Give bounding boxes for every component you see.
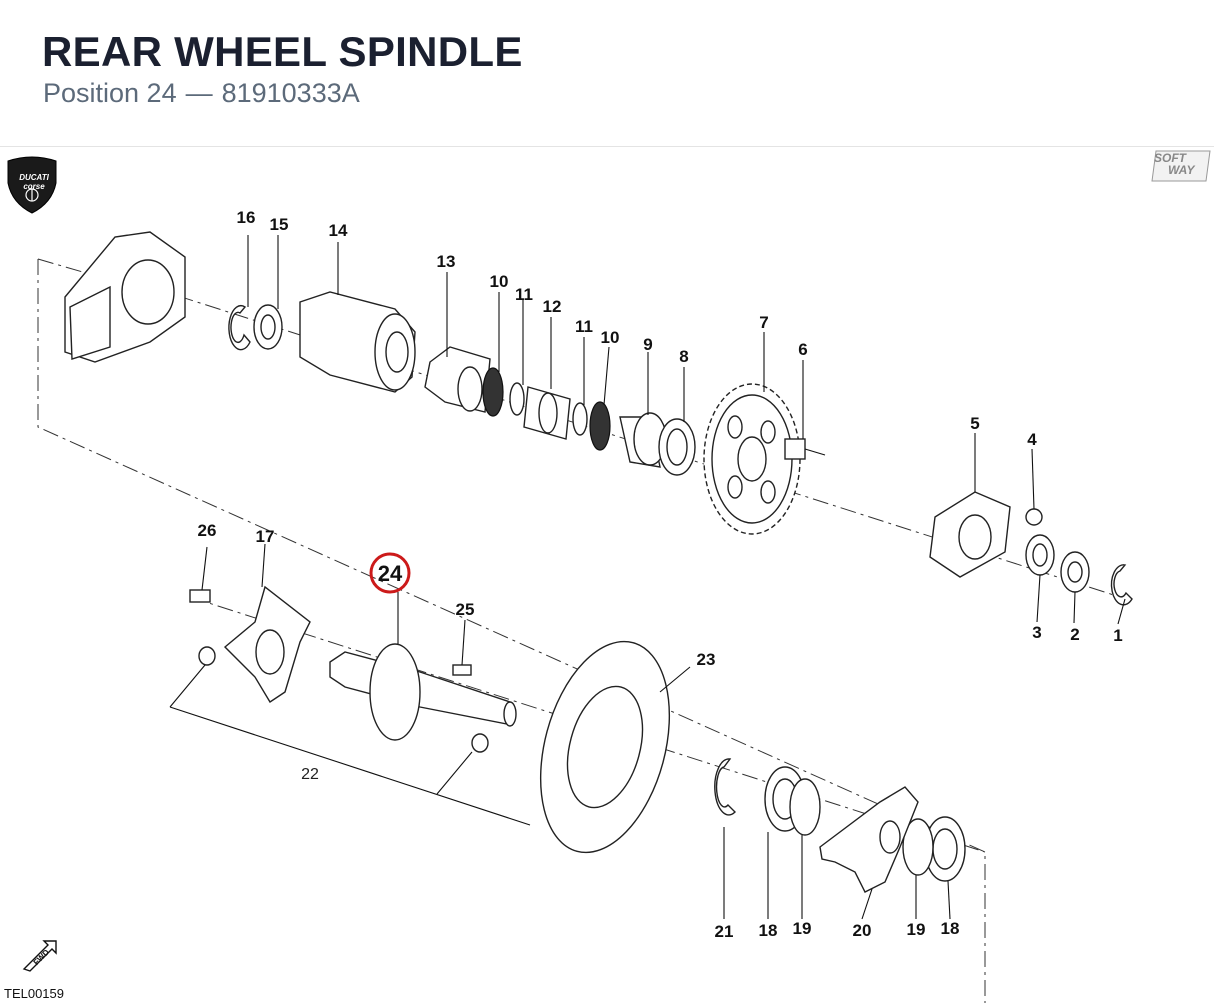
exploded-diagram: DUCATI corse SOFT WAY xyxy=(0,147,1214,1003)
page-header: REAR WHEEL SPINDLE Position 24 — 81910333A xyxy=(0,0,1214,147)
part-22-bushing-b xyxy=(471,733,489,753)
callout-25: 25 xyxy=(456,600,475,619)
part-3-washer xyxy=(1025,534,1055,576)
part-2-ring-nut xyxy=(1060,551,1090,593)
part-number: 81910333A xyxy=(221,78,360,108)
callout-18a: 18 xyxy=(759,921,778,940)
callout-15: 15 xyxy=(270,215,289,234)
callout-19b: 19 xyxy=(907,920,926,939)
callout-8: 8 xyxy=(679,347,688,366)
callout-17: 17 xyxy=(256,527,275,546)
part-20-torque-arm xyxy=(819,786,919,893)
part-13-spacer xyxy=(424,346,491,413)
part-19-oring-b xyxy=(902,818,934,876)
page-subtitle: Position 24 — 81910333A xyxy=(43,78,360,109)
part-7-sprocket xyxy=(703,383,801,535)
part-8-washer xyxy=(658,418,696,476)
eccentric-housing xyxy=(64,231,186,363)
callout-13: 13 xyxy=(437,252,456,271)
part-24-wheel-spindle xyxy=(329,643,517,741)
callout-16: 16 xyxy=(237,208,256,227)
part-10-needle-bearing-a xyxy=(482,367,504,417)
callout-10b: 10 xyxy=(601,328,620,347)
callout-2: 2 xyxy=(1070,625,1079,644)
highlight-ring-24 xyxy=(369,552,411,594)
callout-9: 9 xyxy=(643,335,652,354)
callout-24: 24 xyxy=(378,561,403,586)
part-1-circlip xyxy=(1110,564,1133,606)
part-19-oring-a xyxy=(789,778,821,836)
part-23-brake-disc xyxy=(539,640,671,854)
part-17-bracket xyxy=(223,585,311,703)
part-22-bushing-a xyxy=(198,646,216,666)
part-5-sprocket-flange xyxy=(929,491,1011,578)
softway-line2: WAY xyxy=(1168,163,1195,177)
callout-12: 12 xyxy=(543,297,562,316)
part-11-seal-b xyxy=(572,402,588,436)
callout-1: 1 xyxy=(1113,626,1122,645)
drawing-code: TEL00159 xyxy=(4,986,64,1001)
callout-11a: 11 xyxy=(515,285,533,304)
part-14-eccentric-hub xyxy=(299,291,416,393)
part-6-stud xyxy=(784,438,826,460)
callout-18b: 18 xyxy=(941,919,960,938)
callout-4: 4 xyxy=(1027,430,1037,449)
part-12-inner-race xyxy=(523,386,571,440)
callout-14: 14 xyxy=(329,221,348,240)
softway-logo: SOFT WAY xyxy=(1150,149,1212,183)
part-16-circlip xyxy=(228,304,251,351)
callout-5: 5 xyxy=(970,414,979,433)
page-title: REAR WHEEL SPINDLE xyxy=(42,28,523,75)
part-18-washer-b xyxy=(924,816,966,882)
boundary-top xyxy=(37,258,101,278)
ducati-corse-logo: DUCATI corse xyxy=(6,155,58,215)
callout-22: 22 xyxy=(301,766,319,783)
part-11-seal-a xyxy=(509,382,525,416)
part-15-bearing xyxy=(253,304,283,350)
softway-line1: SOFT xyxy=(1154,151,1186,165)
part-9-spacer xyxy=(619,412,667,468)
part-21-circlip xyxy=(714,758,736,816)
leader-lines xyxy=(201,235,1126,920)
part-10-needle-bearing-b xyxy=(589,401,611,451)
subtitle-separator: — xyxy=(185,78,213,108)
logo-line1: DUCATI xyxy=(19,173,49,182)
fwd-arrow: FWD xyxy=(22,939,58,978)
part-25-bolt xyxy=(452,664,472,676)
callout-21: 21 xyxy=(715,922,734,941)
logo-line2: corse xyxy=(23,182,45,191)
part-26-stud xyxy=(189,589,211,603)
callout-6: 6 xyxy=(798,340,807,359)
callout-3: 3 xyxy=(1032,623,1041,642)
callout-26: 26 xyxy=(198,521,217,540)
callout-7: 7 xyxy=(759,313,768,332)
callout-10a: 10 xyxy=(490,272,509,291)
part-4-nut xyxy=(1025,508,1043,526)
group-22-bracket xyxy=(169,706,531,826)
callout-20: 20 xyxy=(853,921,872,940)
boundary-upper xyxy=(37,259,986,1003)
position-label: Position 24 xyxy=(43,78,177,108)
callout-19a: 19 xyxy=(793,919,812,938)
callout-11b: 11 xyxy=(575,317,593,336)
parts-drawing: 16 15 14 13 10 11 12 11 10 9 8 7 6 5 4 3… xyxy=(37,208,1133,1003)
callout-23: 23 xyxy=(697,650,716,669)
